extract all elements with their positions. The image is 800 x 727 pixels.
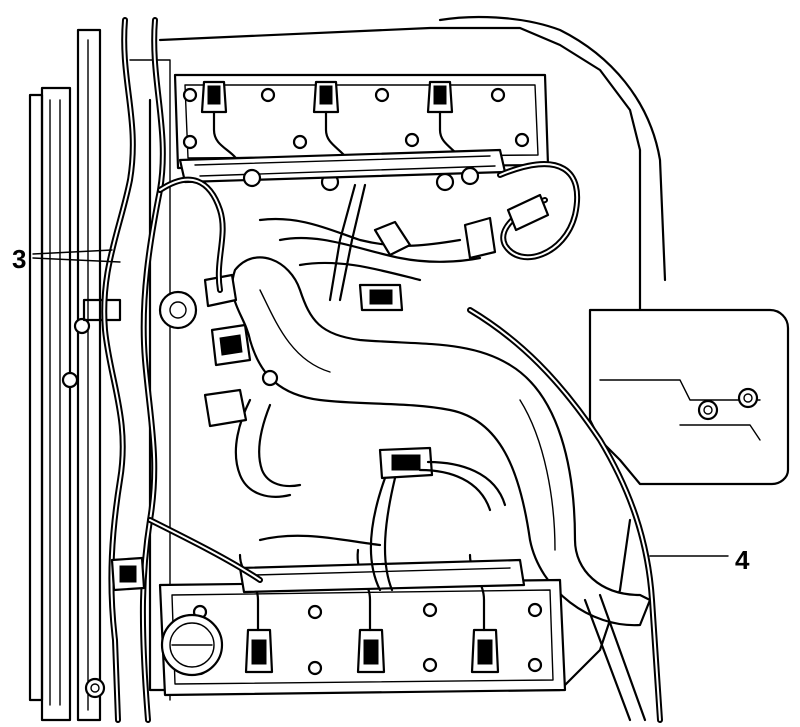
right-mount-bracket: [588, 308, 790, 486]
callout-3-leader: [32, 257, 121, 263]
callout-4: 4: [649, 545, 750, 575]
lower-fuel-rail: [238, 446, 526, 594]
callout-3-leader-2: [32, 249, 113, 255]
lower-injector-2: [356, 548, 386, 674]
oil-filler-cap: [160, 613, 224, 677]
radiator-frame: [28, 28, 122, 722]
callout-4-label: 4: [735, 545, 750, 575]
right-wiring-harness: [467, 307, 663, 723]
callout-3: 3: [12, 244, 121, 274]
callout-3-label: 3: [12, 244, 26, 274]
upper-injector-3: [426, 80, 468, 174]
right-harness-loop: [463, 161, 581, 261]
main-wiring-harness: [101, 17, 263, 723]
upper-injector-1: [200, 80, 242, 172]
upper-valve-cover: [173, 73, 550, 192]
fuel-pipes-upper: [258, 183, 482, 312]
